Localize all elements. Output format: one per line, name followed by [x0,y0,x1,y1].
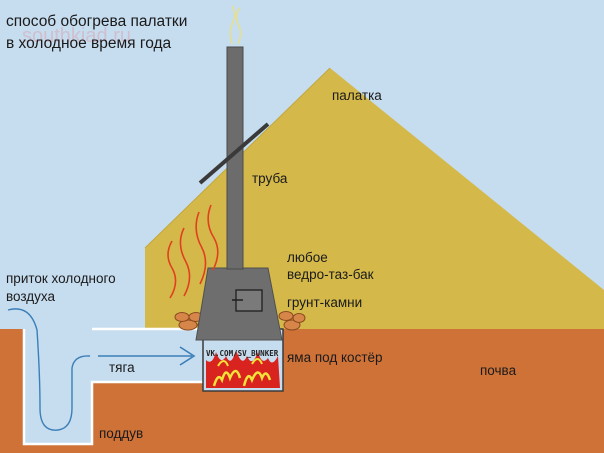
draft-arrow-head [179,346,196,366]
label-pit: яма под костёр [287,350,383,365]
inflow-arrow [7,308,91,431]
watermark: southkiad.ru [22,25,131,47]
label-draft: тяга [109,360,135,375]
label-blower: поддув [99,426,143,441]
label-container-2: ведро-таз-бак [287,267,374,282]
pipe-passthrough [198,122,270,185]
label-inflow-2: воздуха [6,289,55,304]
stamp-text: VK.COM/SV_BUNKER [206,349,279,358]
fire-flames [206,350,280,388]
label-soil: почва [480,363,517,378]
air-channel [24,329,203,444]
title-line-1: способ обогрева палатки [6,13,187,30]
label-pipe: труба [252,171,288,186]
label-container-1: любое [287,250,328,265]
tent-body [145,68,604,332]
label-ground-stones: грунт-камни [287,295,362,310]
label-tent: палатка [332,88,382,103]
label-inflow-1: приток холодного [6,271,116,286]
smoke-wisps [229,5,242,45]
heat-waves [167,204,219,299]
title-line-2: в холодное время года [6,35,172,52]
